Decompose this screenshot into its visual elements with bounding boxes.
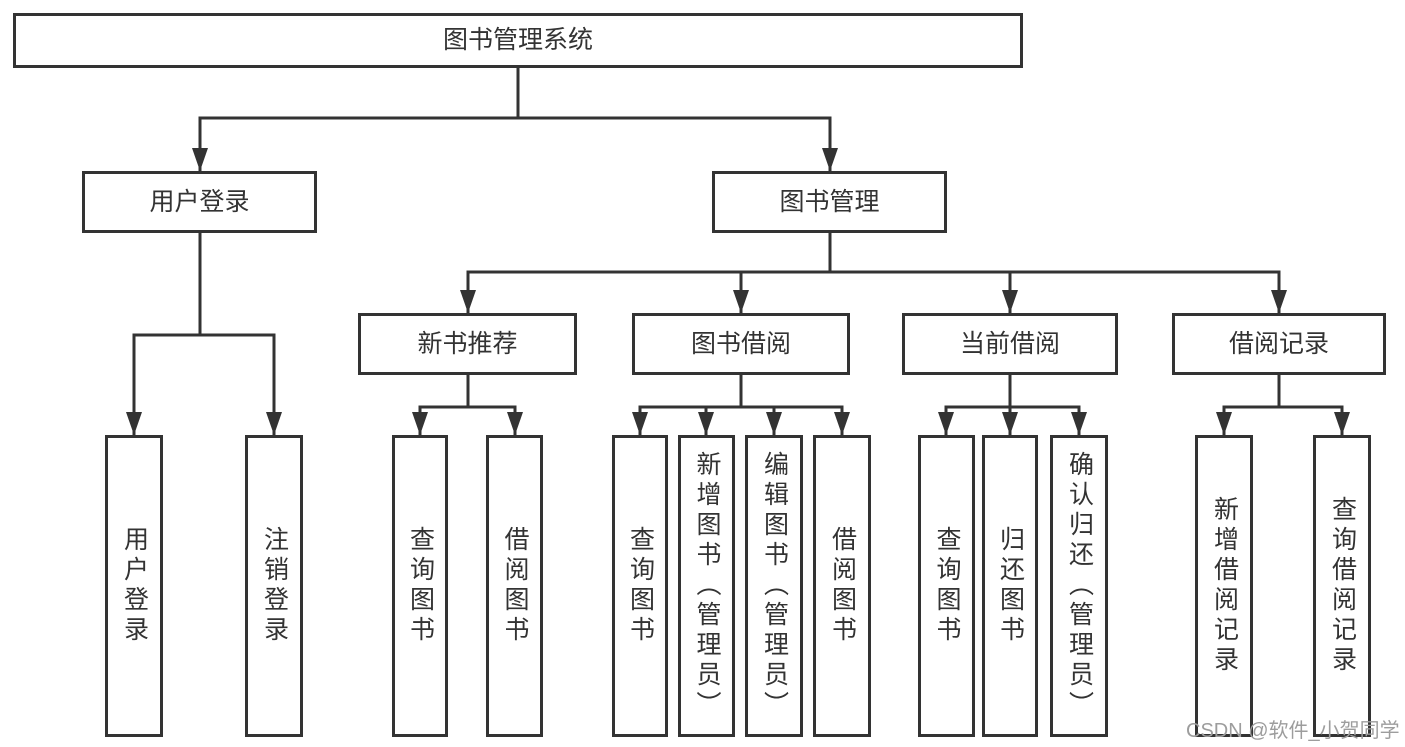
- node-label: 借阅图书: [828, 526, 857, 646]
- connector-borrow-records-branch: [1216, 375, 1350, 435]
- node-leaf-return-book: 归还图书: [982, 435, 1038, 737]
- node-leaf-query-borrow-record: 查询借阅记录: [1313, 435, 1371, 737]
- node-label: 借阅记录: [1228, 329, 1329, 358]
- node-leaf-confirm-return-admin: 确认归还（管理员）: [1050, 435, 1108, 737]
- node-label: 用户登录: [120, 526, 149, 646]
- node-label: 注销登录: [260, 526, 289, 646]
- node-book-borrow: 图书借阅: [632, 313, 850, 375]
- node-leaf-logout: 注销登录: [245, 435, 303, 737]
- node-label: 查询借阅记录: [1328, 496, 1357, 676]
- connector-user-login-branch: [126, 233, 282, 435]
- node-label: 图书管理: [779, 187, 880, 216]
- node-label: 编辑图书（管理员）: [760, 451, 789, 721]
- node-leaf-query-books-borrow: 查询图书: [612, 435, 668, 737]
- node-leaf-add-book-admin: 新增图书（管理员）: [678, 435, 735, 737]
- node-label: 新书推荐: [417, 329, 518, 358]
- node-label: 图书借阅: [690, 329, 791, 358]
- node-leaf-borrow-books: 借阅图书: [813, 435, 871, 737]
- node-user-login: 用户登录: [82, 171, 317, 233]
- node-root: 图书管理系统: [13, 13, 1023, 68]
- node-leaf-borrow-books-recommend: 借阅图书: [486, 435, 543, 737]
- node-label: 查询图书: [626, 526, 655, 646]
- node-label: 查询图书: [933, 526, 961, 646]
- node-label: 查询图书: [406, 526, 435, 646]
- node-label: 借阅图书: [501, 526, 529, 646]
- node-book-management: 图书管理: [712, 171, 947, 233]
- node-borrow-records: 借阅记录: [1172, 313, 1386, 375]
- node-label: 新增图书（管理员）: [693, 451, 721, 721]
- node-leaf-edit-book-admin: 编辑图书（管理员）: [745, 435, 803, 737]
- connector-book-management-branch: [460, 233, 1287, 313]
- node-label: 确认归还（管理员）: [1065, 451, 1094, 721]
- node-current-borrow: 当前借阅: [902, 313, 1118, 375]
- node-label: 用户登录: [149, 187, 250, 216]
- node-new-book-recommend: 新书推荐: [358, 313, 577, 375]
- node-label: 归还图书: [996, 526, 1025, 646]
- node-leaf-user-login: 用户登录: [105, 435, 163, 737]
- connector-current-borrow-branch: [938, 375, 1087, 435]
- node-label: 新增借阅记录: [1210, 496, 1239, 676]
- node-leaf-add-borrow-record: 新增借阅记录: [1195, 435, 1253, 737]
- connector-book-borrow-branch: [632, 375, 850, 435]
- connector-new-book-recommend-branch: [412, 375, 523, 435]
- watermark: CSDN @软件_小贺同学: [1186, 720, 1400, 742]
- node-label: 图书管理系统: [442, 26, 593, 54]
- node-leaf-query-books-current: 查询图书: [918, 435, 975, 737]
- node-leaf-query-books-recommend: 查询图书: [392, 435, 448, 737]
- node-label: 当前借阅: [959, 329, 1060, 358]
- connector-root-branch: [192, 68, 838, 171]
